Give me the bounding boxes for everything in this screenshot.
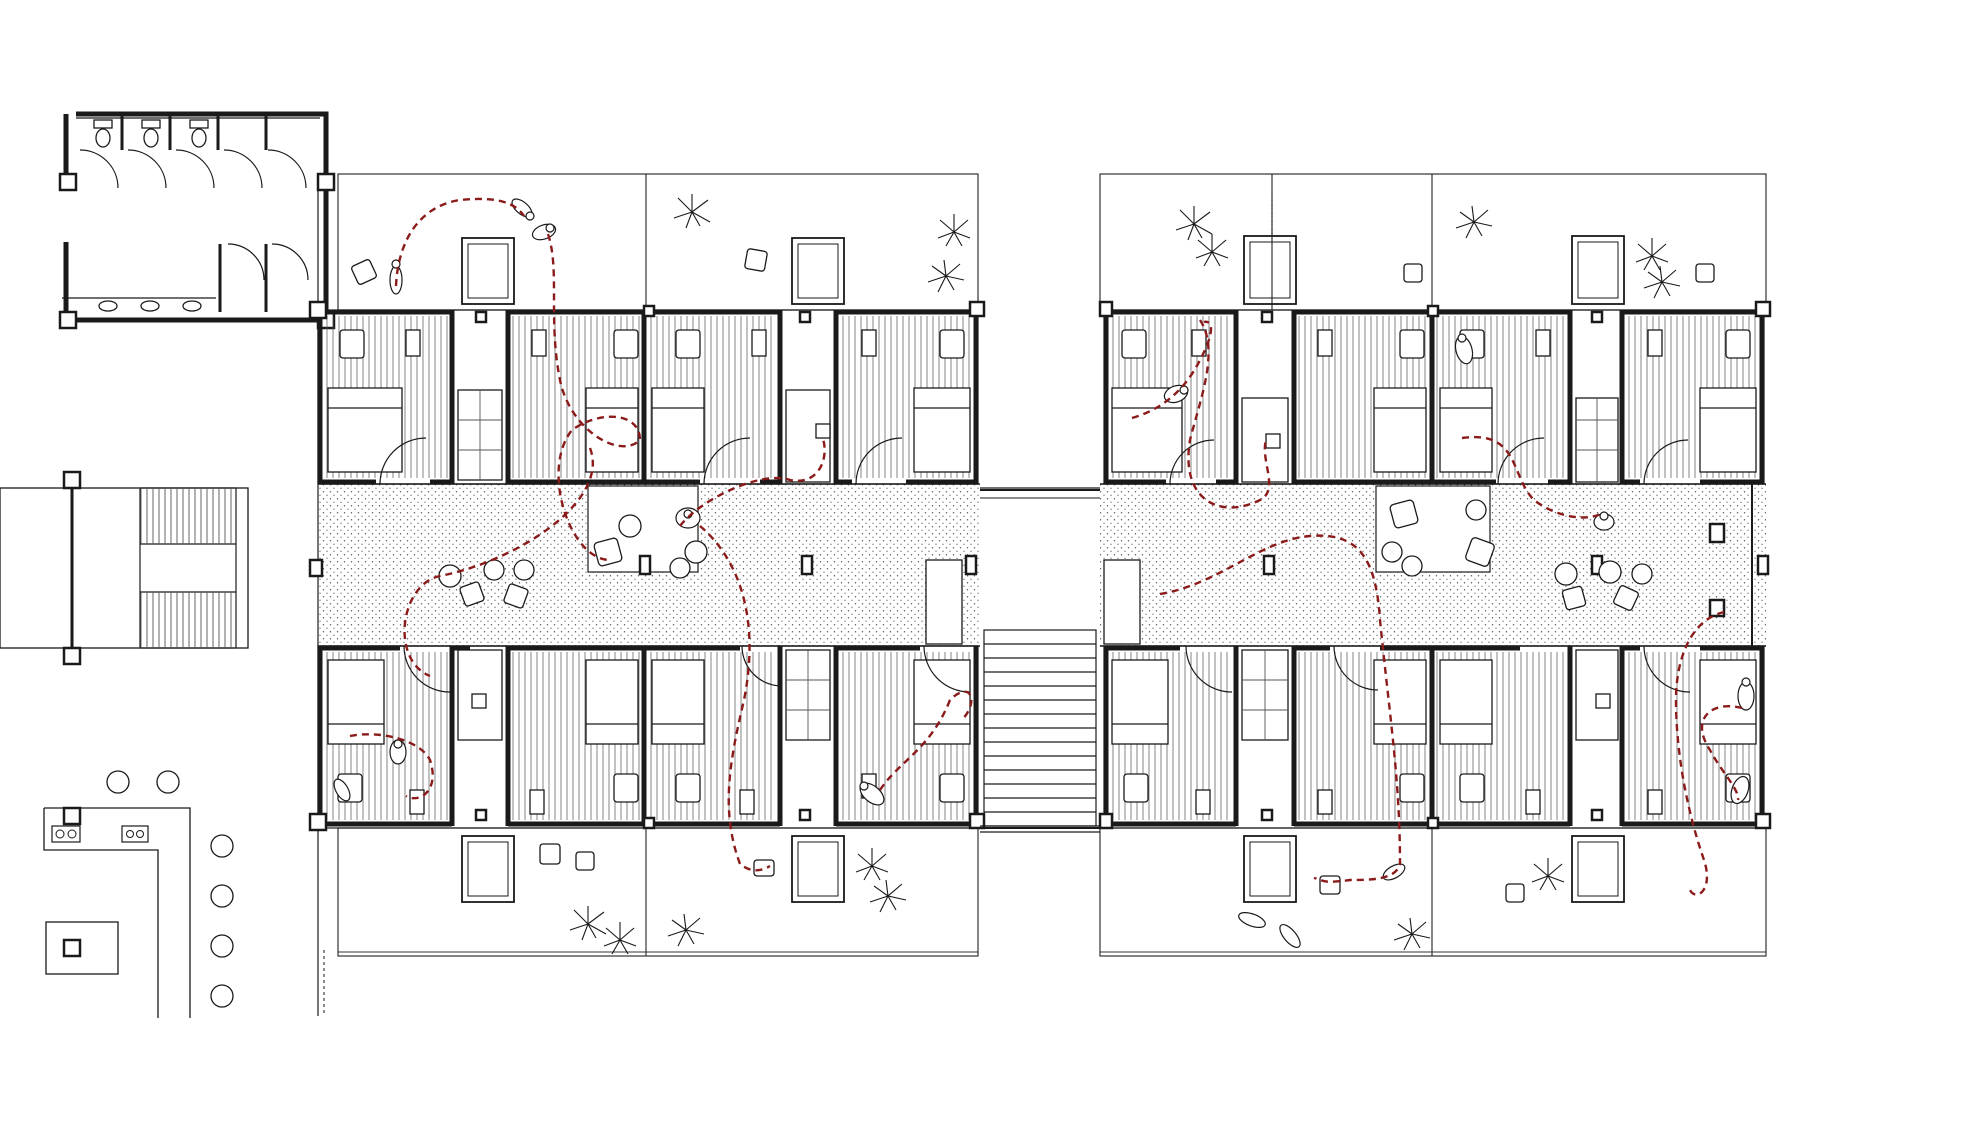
right-wing xyxy=(1098,173,1772,957)
south-garden-right xyxy=(1099,827,1767,957)
plant-icon xyxy=(569,194,971,955)
left-wing xyxy=(308,173,1100,957)
kitchen-bar xyxy=(43,770,234,1018)
stool-icon xyxy=(106,770,234,1008)
north-garden xyxy=(337,173,979,311)
sink-icon xyxy=(98,300,202,312)
central-stair xyxy=(980,489,1100,829)
stair-block xyxy=(0,470,249,666)
chair-icon xyxy=(1121,263,1751,903)
toilet-icon xyxy=(93,119,209,148)
bed-icon xyxy=(327,387,971,745)
washroom-block xyxy=(58,111,336,330)
plant-icon xyxy=(1175,205,1681,951)
person-icon xyxy=(1163,333,1755,948)
table-icon xyxy=(45,921,119,975)
bridge xyxy=(980,487,1100,833)
circulation-paths xyxy=(349,197,1743,896)
